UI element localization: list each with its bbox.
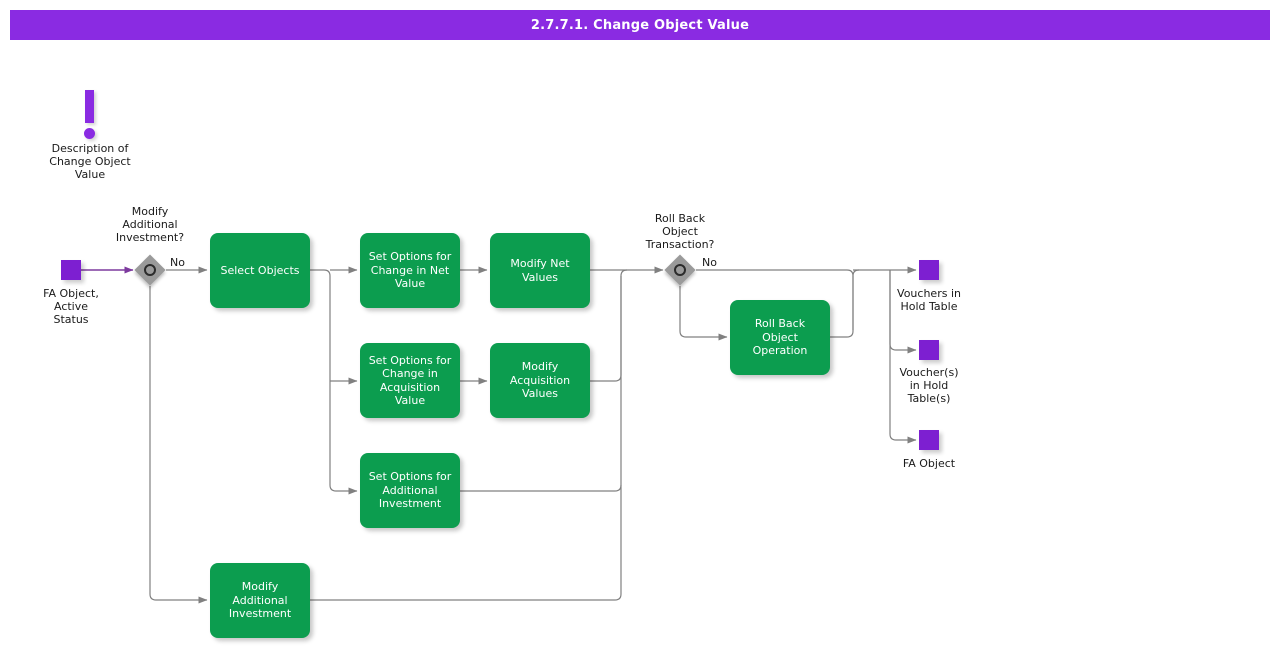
process-modify-net-values[interactable]: Modify Net Values: [490, 233, 590, 308]
terminator-vouchers-hold-tables[interactable]: [919, 340, 939, 360]
process-modify-acquisition-values[interactable]: Modify Acquisition Values: [490, 343, 590, 418]
note-caption: Description of Change Object Value: [49, 142, 131, 181]
process-set-options-additional-investment-label: Set Options for Additional Investment: [368, 470, 452, 511]
decision-modify-additional-investment[interactable]: [134, 254, 166, 286]
edge-rollback-decision-to-rollback-operation: [679, 286, 728, 341]
exclamation-icon: [85, 90, 94, 123]
terminator-vouchers-hold-table[interactable]: [919, 260, 939, 280]
terminator-fa-object[interactable]: [919, 430, 939, 450]
process-roll-back-object-operation-label: Roll Back Object Operation: [752, 317, 808, 358]
edge-rollback-operation-to-output-bus: [830, 269, 860, 338]
edge-modify-acq-to-merge-bus: [590, 269, 628, 382]
edge-select-objects-to-set-options-additional: [310, 269, 358, 495]
process-set-options-change-net-value-label: Set Options for Change in Net Value: [368, 250, 452, 291]
terminator-vouchers-hold-tables-label: Voucher(s) in Hold Table(s): [899, 366, 959, 405]
process-modify-net-values-label: Modify Net Values: [510, 257, 570, 284]
exclamation-dot-icon: [84, 128, 95, 139]
terminator-fa-object-label: FA Object: [902, 457, 956, 470]
process-modify-acquisition-values-label: Modify Acquisition Values: [509, 360, 571, 401]
diamond-ring-icon: [144, 264, 156, 276]
diamond-ring-icon: [674, 264, 686, 276]
edge-label-no-modify-additional-investment: No: [170, 256, 185, 269]
terminator-start[interactable]: [61, 260, 81, 280]
edge-label-no-roll-back-object-transaction: No: [702, 256, 717, 269]
process-modify-additional-investment-label: Modify Additional Investment: [228, 580, 292, 621]
page-title-bar: 2.7.7.1. Change Object Value: [10, 10, 1270, 40]
decision-roll-back-object-transaction-label: Roll Back Object Transaction?: [645, 212, 715, 251]
decision-roll-back-object-transaction[interactable]: [664, 254, 696, 286]
terminator-start-label: FA Object, Active Status: [43, 287, 99, 326]
process-set-options-change-acquisition-value-label: Set Options for Change in Acquisition Va…: [368, 353, 452, 408]
edge-modify-additional-to-merge-bus: [310, 485, 622, 601]
process-select-objects-label: Select Objects: [220, 263, 300, 277]
page-title: 2.7.7.1. Change Object Value: [530, 17, 750, 33]
process-set-options-change-acquisition-value[interactable]: Set Options for Change in Acquisition Va…: [360, 343, 460, 418]
terminator-vouchers-hold-table-label: Vouchers in Hold Table: [897, 287, 961, 313]
process-set-options-additional-investment[interactable]: Set Options for Additional Investment: [360, 453, 460, 528]
process-modify-additional-investment[interactable]: Modify Additional Investment: [210, 563, 310, 638]
edge-decision-to-modify-additional-investment: [149, 286, 208, 604]
process-select-objects[interactable]: Select Objects: [210, 233, 310, 308]
decision-modify-additional-investment-label: Modify Additional Investment?: [115, 205, 185, 244]
process-roll-back-object-operation[interactable]: Roll Back Object Operation: [730, 300, 830, 375]
process-set-options-change-net-value[interactable]: Set Options for Change in Net Value: [360, 233, 460, 308]
